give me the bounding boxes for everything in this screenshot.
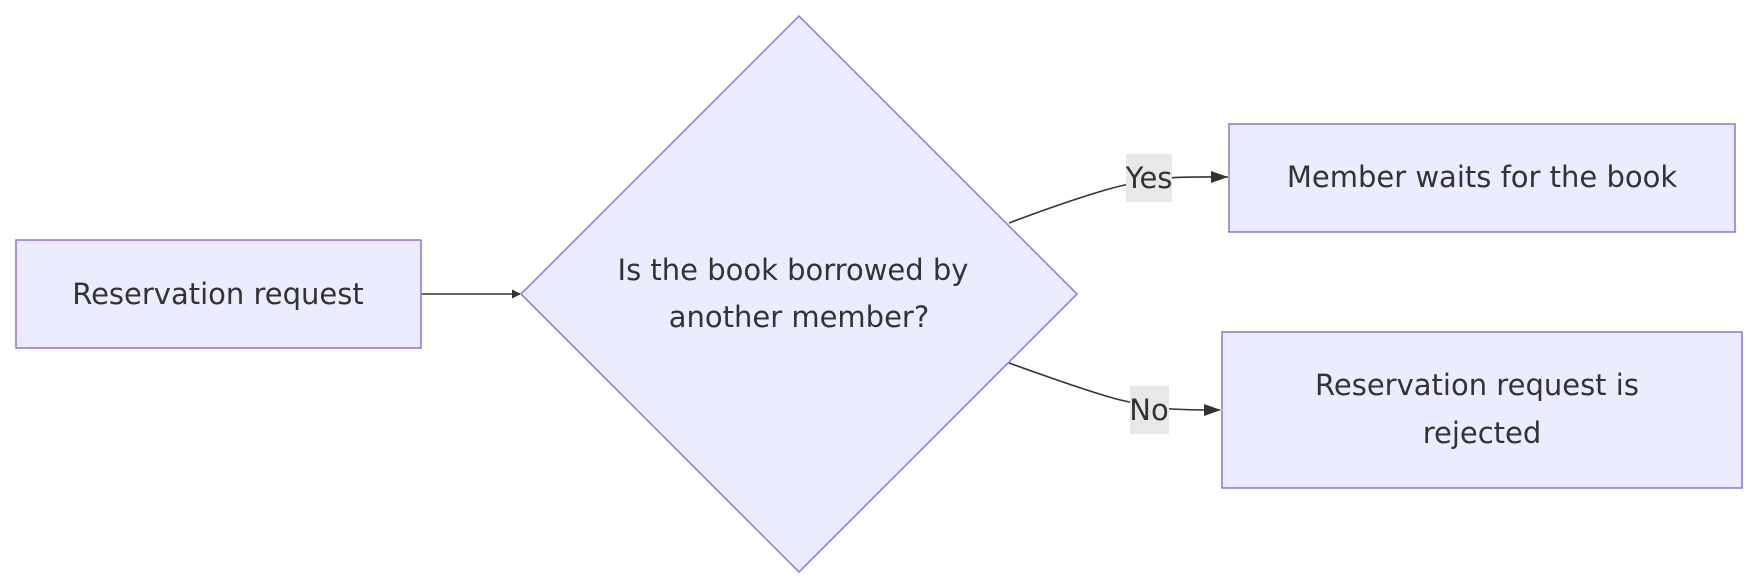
edge-label-no: No [1129, 386, 1169, 434]
arrowhead-wait [1211, 171, 1228, 183]
node-reservation-request-label: Reservation request [72, 277, 364, 311]
node-member-waits-label: Member waits for the book [1287, 160, 1678, 194]
edge-decision-to-wait [1008, 176, 1229, 224]
edge-label-no-text: No [1129, 393, 1168, 427]
node-request-rejected-label-line1: Reservation request is [1315, 368, 1639, 402]
node-decision: Is the book borrowed by another member? [519, 14, 1079, 574]
edge-decision-to-rejected [1008, 362, 1221, 411]
edge-label-yes: Yes [1125, 154, 1173, 202]
node-reservation-request: Reservation request [15, 239, 422, 349]
arrowhead-rejected [1204, 404, 1221, 416]
node-decision-label-line1: Is the book borrowed by [618, 253, 969, 287]
node-request-rejected: Reservation request is rejected [1221, 331, 1743, 489]
node-member-waits: Member waits for the book [1228, 123, 1736, 233]
node-request-rejected-label-line2: rejected [1423, 416, 1542, 450]
edge-label-yes-text: Yes [1125, 161, 1173, 195]
node-decision-label-line2: another member? [669, 300, 930, 334]
